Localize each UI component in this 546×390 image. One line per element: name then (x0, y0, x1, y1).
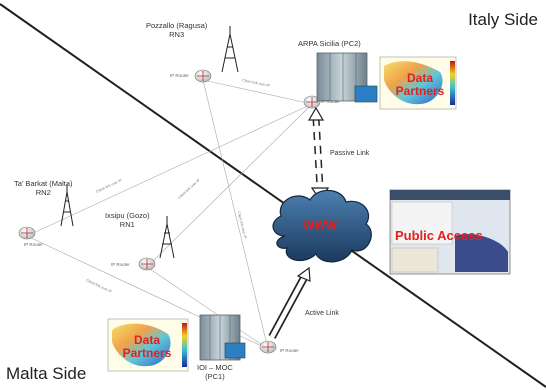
public-access-text: Public Access (395, 228, 483, 243)
node-rn1-name: Ixsipu (Gozo) (105, 211, 150, 220)
node-pc2-name: ARPA Sicilia (PC2) (298, 39, 361, 48)
node-pc1-name: IOI – MOC (197, 363, 233, 372)
conn-rn3-router-arpa (202, 79, 313, 105)
node-label-pc2: ARPA Sicilia (PC2) (298, 39, 361, 49)
node-label-rn2: Ta' Barkat (Malta) RN2 (14, 179, 73, 197)
node-rn2-name: Ta' Barkat (Malta) (14, 179, 73, 188)
passive-link-arrow (307, 106, 330, 202)
node-rn2-id: RN2 (35, 187, 51, 197)
router-rn3-icon (194, 69, 212, 83)
node-pc1-id: (PC1) (205, 371, 225, 381)
node-rn1-id: RN1 (119, 219, 135, 229)
cloud-label: WWW (303, 218, 337, 232)
router-arpa-icon (303, 95, 321, 109)
conn-rn3-router-ioi (202, 79, 269, 350)
internet-cloud-icon (272, 189, 372, 263)
data-partners-text-top: Data Partners (395, 71, 445, 99)
router-ioi-icon (259, 340, 277, 354)
antenna-rn2-icon (60, 184, 74, 227)
active-link-label: Active Link (305, 310, 339, 317)
antenna-rn1-icon (159, 216, 175, 259)
router-rn1-icon (138, 257, 156, 271)
data-partners-map-top (379, 56, 457, 110)
server-pc1-icon (199, 314, 246, 361)
node-rn3-id: RN3 (169, 29, 185, 39)
conn-rn1-router-ioi (146, 266, 269, 350)
node-label-pc1: IOI – MOC (PC1) (197, 363, 233, 381)
router-label-arpa: IP Router (321, 99, 340, 104)
conn-rn1-router-arpa (146, 103, 313, 268)
side-divider-line (0, 3, 546, 388)
router-rn2-icon (18, 226, 36, 240)
malta-side-label: Malta Side (6, 364, 87, 383)
public-access-screenshot (389, 189, 511, 275)
server-pc2-icon (316, 52, 378, 103)
italy-side-label: Italy Side (468, 10, 538, 29)
data-partners-text-bottom: Data Partners (122, 333, 172, 361)
passive-link-label: Passive Link (330, 150, 370, 157)
router-label-ioi: IP Router (280, 348, 299, 353)
conn-rn2-router-arpa (26, 103, 313, 237)
node-label-rn3: Pozzallo (Ragusa) RN3 (146, 21, 208, 39)
active-link-arrow (268, 266, 311, 339)
antenna-rn3-icon (221, 26, 239, 73)
node-label-rn1: Ixsipu (Gozo) RN1 (105, 211, 150, 229)
router-label-rn2: IP Router (24, 242, 43, 247)
node-rn3-name: Pozzallo (Ragusa) (146, 21, 208, 30)
router-label-rn3: IP Router (170, 73, 189, 78)
router-label-rn1: IP Router (111, 262, 130, 267)
data-partners-map-bottom (107, 318, 189, 372)
